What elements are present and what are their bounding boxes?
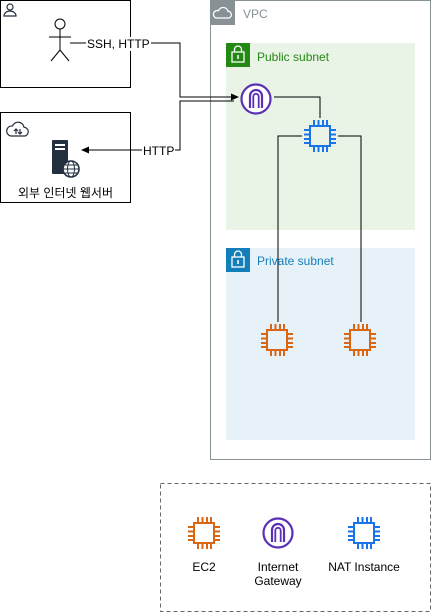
- edge-igw-to-nat: [274, 96, 321, 118]
- edge-nat-to-private-ec2-right: [338, 135, 362, 322]
- edge-nat-to-private-ec2-left: [277, 135, 302, 322]
- arrowhead-to-server: [81, 146, 89, 154]
- person-icon: [49, 18, 71, 62]
- external-server-label: 외부 인터넷 웹서버: [18, 186, 113, 200]
- lock-icon: [226, 248, 250, 272]
- arrowheads: [81, 93, 239, 154]
- legend-igw-label-line1: Internet: [257, 560, 299, 574]
- internet-gateway-icon: [240, 83, 272, 115]
- legend-nat-label: NAT Instance: [328, 560, 400, 574]
- legend-internet-gateway-icon: [262, 517, 294, 549]
- public-subnet-label: Public subnet: [257, 50, 330, 64]
- user-group-icon: [3, 3, 17, 17]
- arrowhead-to-igw: [231, 93, 239, 101]
- private-subnet-label: Private subnet: [257, 254, 334, 268]
- legend-ec2-label: EC2: [192, 560, 216, 574]
- private-subnet: [226, 248, 415, 440]
- vpc-label: VPC: [243, 7, 268, 21]
- vpc-cloud-icon: [211, 1, 235, 25]
- cloud-transfer-icon: [6, 121, 29, 137]
- edge-label-ssh-http: SSH, HTTP: [86, 37, 151, 51]
- legend-box: [160, 483, 431, 612]
- edge-label-http: HTTP: [142, 144, 176, 158]
- public-subnet: [226, 43, 415, 230]
- legend-igw-label-line2: Gateway: [254, 574, 302, 588]
- edge-igw-to-server: [88, 100, 234, 151]
- web-server-icon: [52, 140, 80, 178]
- external-server-box: [0, 112, 131, 203]
- lock-icon: [226, 43, 250, 67]
